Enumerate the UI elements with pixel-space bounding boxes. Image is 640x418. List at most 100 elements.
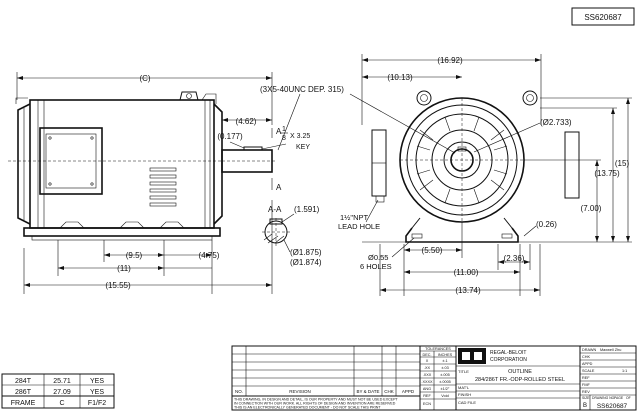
cad-file-label: CAD FILE: [458, 400, 476, 405]
key-size-length: X 3.25: [290, 133, 310, 140]
rev-header-by-date: BY & DATE: [356, 389, 379, 394]
dim-15-55: (15.55): [105, 281, 131, 290]
dim-13-75: (13.75): [594, 169, 620, 178]
frame-header-frame: FRAME: [11, 400, 36, 407]
tol-4-val: ±.0005: [439, 380, 451, 384]
notice-line-2: IN CONNECTION WITH OUR WORK. ALL RIGHTS …: [234, 402, 396, 406]
finish-label: FINISH: [458, 392, 471, 397]
tolerances-label: TOLERANCES: [425, 347, 451, 351]
tol-4-key: .XXXX: [421, 380, 433, 384]
company-name-1: REGAL-BELOIT: [490, 350, 526, 356]
section-a-a: A-A (1.591) (Ø1.875) (Ø1.874): [262, 205, 322, 267]
mounting-hole-count: 6 HOLES: [360, 262, 392, 271]
dim-13-74: (13.74): [455, 286, 481, 295]
title-line-2: 284/286T FR.-ODP-ROLLED STEEL: [475, 377, 565, 383]
rev-header-revision: REVISION: [289, 389, 311, 394]
dim-5-50: (5.50): [422, 246, 443, 255]
drawing-no-label: DRAWING NO.: [592, 396, 615, 400]
lifting-lug-left: [416, 90, 432, 106]
conduit-box-right: [564, 131, 580, 199]
dim-shaft-extension: (4.62): [236, 117, 257, 126]
revision-block: NO. REVISION BY & DATE CHK APPD THIS DRA…: [231, 345, 421, 411]
front-endbell: [213, 103, 223, 225]
appd-label: APPD: [582, 362, 593, 366]
title-line-1: OUTLINE: [508, 369, 532, 375]
vent-slots: [149, 167, 177, 207]
section-mark-bottom: A: [276, 183, 282, 192]
notice-line-1: THIS DRAWING, IN DESIGN AND DETAIL, IS O…: [234, 398, 398, 402]
notice-line-3: THIS IS AN ELECTRONICALLY GENERATED DOCU…: [234, 406, 381, 410]
dim-pilot-dia: (Ø2.733): [540, 118, 572, 127]
frame-header-f: F1/F2: [88, 400, 106, 407]
tol-2-key: .XX: [424, 366, 431, 370]
frame-table: 284T 25.71 YES 286T 27.09 YES FRAME C F1…: [1, 373, 115, 409]
frame-row-1-frame: 284T: [15, 378, 32, 385]
tol-1-val: ±.1: [442, 359, 447, 363]
size-value: B: [583, 403, 587, 409]
mounting-hole-dia: Ø0.55: [368, 253, 388, 262]
frame-row-1-f: YES: [90, 378, 104, 385]
fmf-label: FMF: [582, 383, 590, 387]
dim-10-13: (10.13): [387, 73, 413, 82]
ref2-label: REF: [582, 376, 590, 380]
size-label: SIZE: [582, 396, 590, 400]
rear-endbell: [17, 103, 31, 225]
title-block: TOLERANCES DEC. INCHES X ±.1 .XX ±.03 .X…: [419, 345, 637, 411]
section-label: A-A: [268, 205, 282, 214]
frame-row-2-f: YES: [90, 389, 104, 396]
company-name-2: CORPORATION: [490, 357, 527, 363]
dim-shaft-dia-2: (Ø1.874): [290, 258, 322, 267]
dim-shaft-height: (7.00): [581, 204, 602, 213]
tol-3-key: .XXX: [423, 373, 432, 377]
dim-0-26: (0.26): [536, 220, 557, 229]
key-size-denominator: 8: [282, 135, 286, 142]
rev-header-appd: APPD: [402, 389, 415, 394]
chk-label: CHK: [582, 355, 590, 359]
tol-1-key: X: [426, 359, 429, 363]
dim-total-height: (15): [615, 159, 630, 168]
top-drawing-number-box: [571, 7, 635, 26]
frame-header-c: C: [59, 400, 64, 407]
lead-hole-label: LEAD HOLE: [338, 222, 380, 231]
lifting-lug-right: [522, 90, 538, 106]
of-label: OF: [626, 396, 631, 400]
rev-header-chk: CHK: [384, 389, 394, 394]
dim-overall-length: (C): [139, 74, 150, 83]
lifting-eye: [179, 91, 199, 101]
shaft-key: [243, 146, 263, 151]
key-size-numerator: 1: [282, 126, 286, 133]
dim-2-36: (2.36): [504, 254, 525, 263]
dim-key-depth: (0.177): [217, 132, 243, 141]
drawing-number: SS620687: [597, 403, 628, 410]
ref-label: REF: [423, 394, 431, 398]
front-view: (16.92) (10.13): [338, 54, 632, 296]
top-drawing-number: SS620687: [584, 13, 622, 22]
tol-2-val: ±.03: [441, 366, 448, 370]
dim-front-width: (16.92): [437, 56, 463, 65]
section-mark-top: A: [276, 127, 282, 136]
dec-label: DEC.: [422, 353, 431, 357]
scale-label: SCALE: [582, 369, 595, 373]
ang-label: ANG: [423, 387, 431, 391]
drawn-label: DRAWN: [582, 348, 596, 352]
mounting-feet: [23, 227, 221, 237]
matl-label: MAT'L: [458, 385, 470, 390]
dim-section-top: (1.591): [294, 205, 320, 214]
ang-value: ±1/2°: [441, 387, 450, 391]
page-label: PAGE: [614, 396, 624, 400]
npt-size: 1½"NPT: [340, 213, 369, 222]
rev-header-no: NO.: [235, 389, 243, 394]
side-view: (C): [8, 72, 344, 294]
ref-value: Void: [441, 394, 448, 398]
key-label: KEY: [296, 144, 310, 151]
tol-3-val: ±.005: [440, 373, 449, 377]
endbell-vent-ribs: [416, 116, 508, 204]
ecn-label: ECN: [423, 402, 431, 406]
rev-label: REV: [582, 390, 590, 394]
shaft-tap-note: (3X5-40UNC DEP. 315): [260, 85, 344, 94]
dim-11: (11): [117, 264, 131, 273]
dim-11-00: (11.00): [454, 268, 479, 277]
drawn-by: Maxwell Zhu: [600, 348, 621, 352]
